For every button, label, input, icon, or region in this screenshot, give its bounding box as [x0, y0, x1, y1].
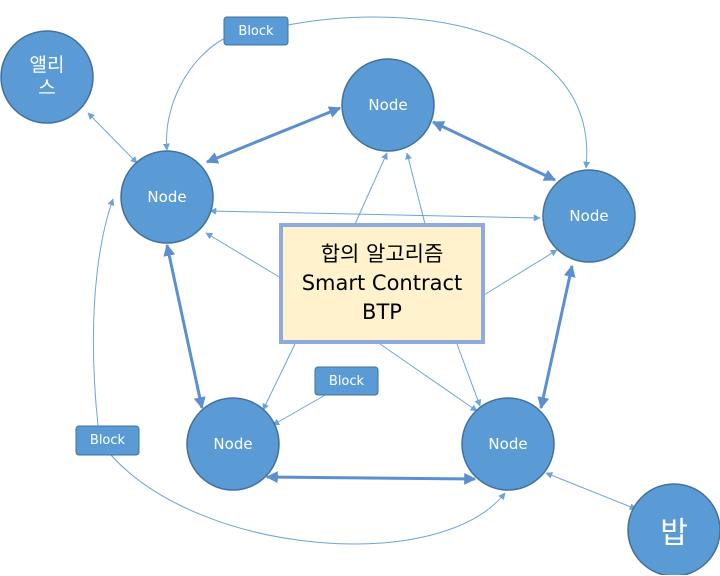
- block-box-top: [223, 16, 289, 46]
- link-box-bottomleft: [262, 343, 296, 411]
- block-label-top: Block: [238, 23, 274, 39]
- link-right-bottomright: [537, 264, 576, 410]
- link-box-bottomright-b: [456, 343, 482, 407]
- bob-node: [627, 483, 720, 575]
- block-box-middle: [314, 366, 379, 396]
- consensus-line2: Smart Contract: [301, 271, 463, 295]
- bottom-right-node: [461, 397, 555, 491]
- link-bottomleft-bottomright: [265, 471, 477, 485]
- link-box-bottomright-a: [379, 343, 478, 412]
- alice-node: [0, 30, 94, 124]
- top-node: [341, 58, 435, 152]
- top-node-label: Node: [368, 96, 408, 114]
- left-node-label: Node: [147, 188, 187, 206]
- alice-label: 앨리 스: [1, 31, 93, 123]
- link-block-left-bottomright: [110, 454, 506, 545]
- right-node: [542, 169, 636, 263]
- link-box-top-a: [354, 152, 388, 225]
- link-bob-bottomright: [545, 472, 637, 510]
- bob-label: 밥: [660, 516, 688, 551]
- bottom-left-node-label: Node: [213, 435, 253, 453]
- link-left-right: [209, 207, 541, 222]
- link-top-right: [431, 120, 557, 182]
- alice-label-line2: 스: [38, 77, 56, 99]
- link-block-mid-bottomleft: [272, 389, 335, 426]
- block-label-middle: Block: [328, 373, 365, 389]
- consensus-box: 합의 알고리즘 Smart Contract BTP: [279, 223, 485, 344]
- consensus-line3: BTP: [362, 300, 402, 324]
- bottom-right-node-label: Node: [488, 435, 528, 453]
- block-label-left: Block: [89, 433, 126, 448]
- left-node: [120, 150, 214, 244]
- link-block-top-left: [162, 37, 226, 151]
- bottom-left-node: [186, 397, 280, 491]
- link-left-bottomleft: [163, 243, 206, 410]
- alice-label-line1: 앨리: [29, 54, 65, 76]
- block-box-left: [75, 425, 140, 456]
- link-block-left-left: [92, 198, 115, 427]
- right-node-label: Node: [569, 207, 609, 225]
- link-block-top-right: [287, 16, 591, 169]
- link-box-left: [205, 232, 282, 279]
- link-box-right: [483, 249, 558, 296]
- link-alice-left: [87, 112, 138, 164]
- consensus-line1: 합의 알고리즘: [320, 242, 444, 266]
- link-box-top-b: [405, 152, 426, 225]
- link-left-top: [205, 106, 342, 164]
